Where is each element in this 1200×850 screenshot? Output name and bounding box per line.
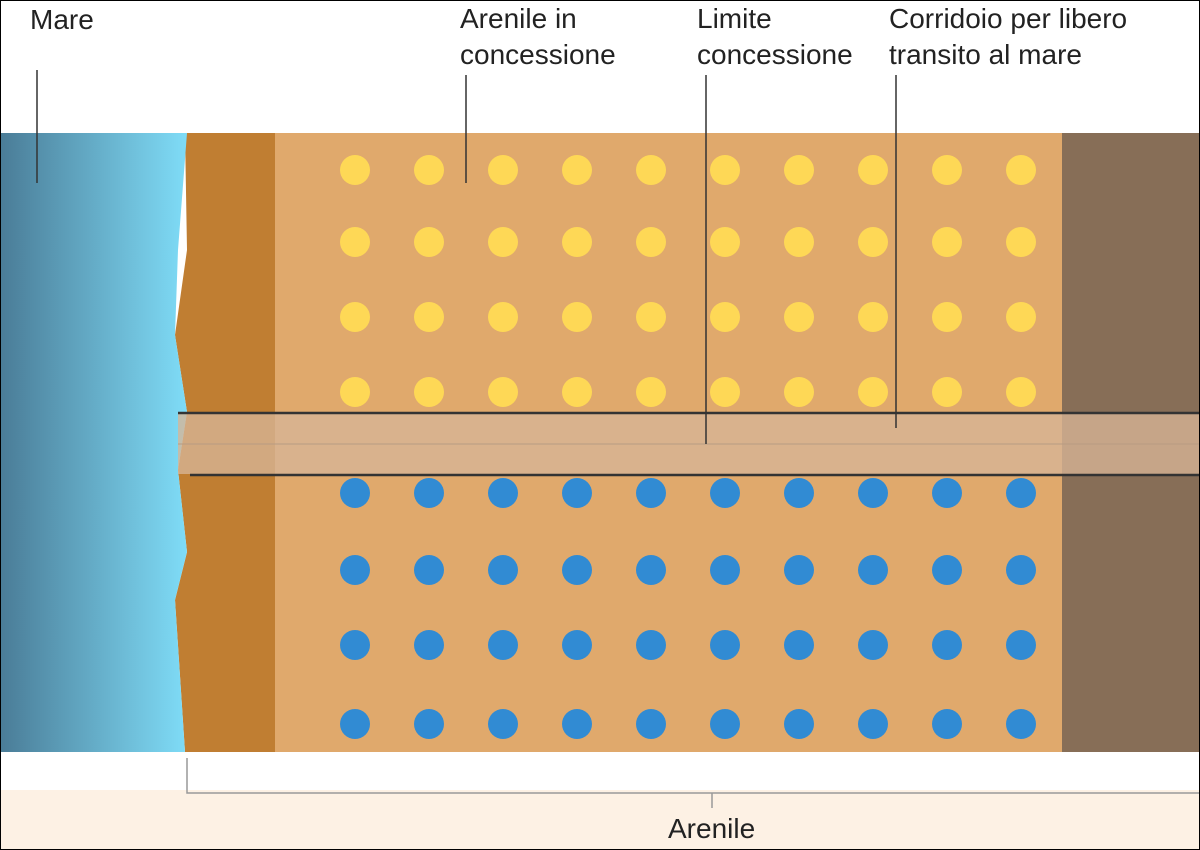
blue-umbrella-r1-c9 <box>932 478 962 508</box>
blue-umbrella-r2-c5 <box>636 555 666 585</box>
yellow-umbrella-r2-c2 <box>414 227 444 257</box>
yellow-umbrella-r3-c2 <box>414 302 444 332</box>
yellow-umbrella-r2-c7 <box>784 227 814 257</box>
yellow-umbrella-r4-c10 <box>1006 377 1036 407</box>
label-arenile-in-concessione: Arenile in concessione <box>460 1 616 73</box>
yellow-umbrella-r1-c5 <box>636 155 666 185</box>
blue-umbrella-r2-c1 <box>340 555 370 585</box>
blue-umbrella-r1-c7 <box>784 478 814 508</box>
yellow-umbrella-r4-c9 <box>932 377 962 407</box>
yellow-umbrella-r4-c4 <box>562 377 592 407</box>
blue-umbrella-r3-c6 <box>710 630 740 660</box>
blue-umbrella-r1-c5 <box>636 478 666 508</box>
yellow-umbrella-r4-c1 <box>340 377 370 407</box>
blue-umbrella-r3-c10 <box>1006 630 1036 660</box>
yellow-umbrella-r3-c9 <box>932 302 962 332</box>
label-limite-concessione: Limite concessione <box>697 1 853 73</box>
blue-umbrella-r1-c4 <box>562 478 592 508</box>
bottom-band <box>0 790 1200 850</box>
blue-umbrella-r4-c4 <box>562 709 592 739</box>
yellow-umbrella-r3-c5 <box>636 302 666 332</box>
label-corridoio-line-1: Corridoio per libero <box>889 3 1128 34</box>
blue-umbrella-r2-c10 <box>1006 555 1036 585</box>
yellow-umbrella-r4-c7 <box>784 377 814 407</box>
blue-umbrella-r3-c7 <box>784 630 814 660</box>
yellow-umbrella-r2-c3 <box>488 227 518 257</box>
yellow-umbrella-r4-c5 <box>636 377 666 407</box>
blue-umbrella-r3-c2 <box>414 630 444 660</box>
blue-umbrella-r1-c2 <box>414 478 444 508</box>
yellow-umbrella-r3-c6 <box>710 302 740 332</box>
label-corridoio: Corridoio per libero transito al mare <box>889 1 1127 73</box>
blue-umbrella-r2-c7 <box>784 555 814 585</box>
yellow-umbrella-r1-c1 <box>340 155 370 185</box>
blue-umbrella-r1-c1 <box>340 478 370 508</box>
yellow-umbrella-r1-c10 <box>1006 155 1036 185</box>
label-arenile-in-concessione-line-2: concessione <box>460 39 616 70</box>
yellow-umbrella-r3-c4 <box>562 302 592 332</box>
yellow-umbrella-r4-c3 <box>488 377 518 407</box>
yellow-umbrella-r2-c4 <box>562 227 592 257</box>
blue-umbrella-r4-c3 <box>488 709 518 739</box>
label-arenile: Arenile <box>668 813 756 844</box>
label-arenile-in-concessione-line-1: Arenile in <box>460 3 577 34</box>
blue-umbrella-r3-c5 <box>636 630 666 660</box>
blue-umbrella-r1-c10 <box>1006 478 1036 508</box>
blue-umbrella-r3-c1 <box>340 630 370 660</box>
label-limite-concessione-line-2: concessione <box>697 39 853 70</box>
umbrella-grid <box>340 155 1036 739</box>
blue-umbrella-r2-c6 <box>710 555 740 585</box>
yellow-umbrella-r2-c6 <box>710 227 740 257</box>
blue-umbrella-r4-c9 <box>932 709 962 739</box>
blue-umbrella-r2-c8 <box>858 555 888 585</box>
yellow-umbrella-r2-c1 <box>340 227 370 257</box>
yellow-umbrella-r1-c8 <box>858 155 888 185</box>
yellow-umbrella-r2-c10 <box>1006 227 1036 257</box>
yellow-umbrella-r3-c1 <box>340 302 370 332</box>
blue-umbrella-r2-c2 <box>414 555 444 585</box>
blue-umbrella-r4-c10 <box>1006 709 1036 739</box>
yellow-umbrella-r3-c3 <box>488 302 518 332</box>
yellow-umbrella-r4-c8 <box>858 377 888 407</box>
blue-umbrella-r3-c4 <box>562 630 592 660</box>
blue-umbrella-r2-c9 <box>932 555 962 585</box>
blue-umbrella-r4-c1 <box>340 709 370 739</box>
yellow-umbrella-r1-c7 <box>784 155 814 185</box>
yellow-umbrella-r3-c10 <box>1006 302 1036 332</box>
blue-umbrella-r1-c3 <box>488 478 518 508</box>
yellow-umbrella-r1-c2 <box>414 155 444 185</box>
blue-umbrella-r4-c5 <box>636 709 666 739</box>
blue-umbrella-r2-c4 <box>562 555 592 585</box>
blue-umbrella-r1-c6 <box>710 478 740 508</box>
yellow-umbrella-r1-c6 <box>710 155 740 185</box>
blue-umbrella-r3-c8 <box>858 630 888 660</box>
blue-umbrella-r3-c9 <box>932 630 962 660</box>
arenile-extent-bracket <box>186 758 1200 794</box>
yellow-umbrella-r2-c5 <box>636 227 666 257</box>
yellow-umbrella-r4-c2 <box>414 377 444 407</box>
yellow-umbrella-r1-c3 <box>488 155 518 185</box>
blue-umbrella-r4-c7 <box>784 709 814 739</box>
label-limite-concessione-line-1: Limite <box>697 3 772 34</box>
blue-umbrella-r1-c8 <box>858 478 888 508</box>
sea-area <box>0 133 187 752</box>
label-mare: Mare <box>30 4 94 35</box>
blue-umbrella-r4-c8 <box>858 709 888 739</box>
yellow-umbrella-r2-c9 <box>932 227 962 257</box>
yellow-umbrella-r1-c9 <box>932 155 962 185</box>
yellow-umbrella-r3-c8 <box>858 302 888 332</box>
blue-umbrella-r4-c2 <box>414 709 444 739</box>
yellow-umbrella-r3-c7 <box>784 302 814 332</box>
yellow-umbrella-r2-c8 <box>858 227 888 257</box>
blue-umbrella-r2-c3 <box>488 555 518 585</box>
label-corridoio-line-2: transito al mare <box>889 39 1082 70</box>
yellow-umbrella-r1-c4 <box>562 155 592 185</box>
blue-umbrella-r4-c6 <box>710 709 740 739</box>
blue-umbrella-r3-c3 <box>488 630 518 660</box>
yellow-umbrella-r4-c6 <box>710 377 740 407</box>
